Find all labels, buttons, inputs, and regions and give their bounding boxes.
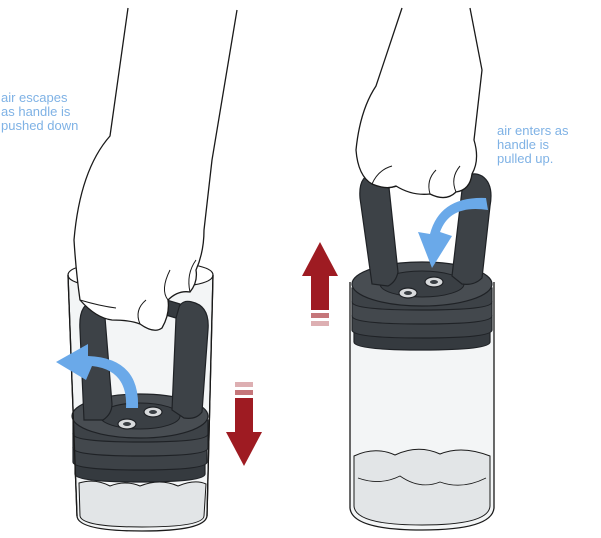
right-hand xyxy=(355,7,483,199)
right-handle xyxy=(359,173,399,287)
right-caption-line: pulled up. xyxy=(497,151,554,166)
curved-arrow-up-left-icon xyxy=(56,344,139,408)
right-caption-line: air enters as xyxy=(497,123,569,138)
left-illustration xyxy=(56,7,262,532)
arrow-down-icon xyxy=(226,382,262,466)
right-caption-line: handle is xyxy=(497,137,550,152)
curved-arrow-down-icon xyxy=(418,197,488,268)
arrow-up-icon xyxy=(302,242,338,326)
left-caption-line: pushed down xyxy=(1,118,79,133)
right-illustration xyxy=(302,7,495,531)
left-caption: air escapes as handle is pushed down xyxy=(1,91,78,133)
right-jar-contents xyxy=(353,448,491,526)
left-caption-line: as handle is xyxy=(1,104,71,119)
right-caption: air enters as handle is pulled up. xyxy=(497,124,569,166)
left-caption-line: air escapes xyxy=(1,90,68,105)
left-jar-contents xyxy=(78,480,207,528)
left-hand xyxy=(73,7,238,331)
